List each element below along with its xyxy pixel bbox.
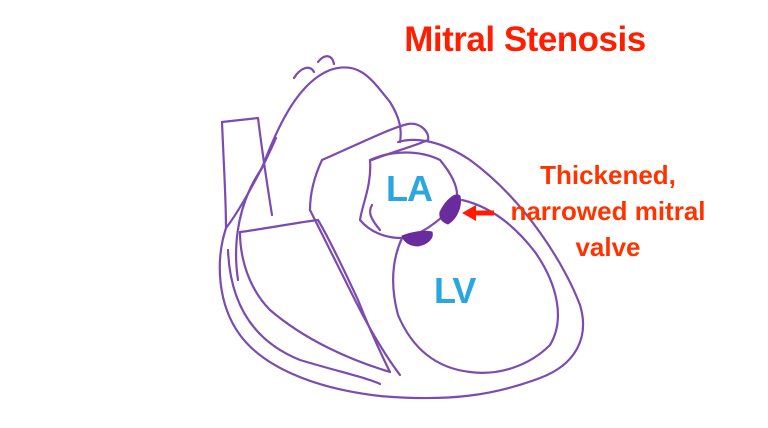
- annotation-line-2: narrowed mitral: [510, 196, 706, 226]
- great-vessel-outline: [220, 116, 274, 217]
- arrow-head: [462, 205, 476, 221]
- heart-outer-outline: [218, 136, 585, 400]
- arch-branch-outline: [292, 55, 336, 80]
- mitral-valve-posterior-leaflet: [439, 194, 461, 225]
- mitral-valve-anterior-leaflet: [401, 230, 433, 247]
- left-atrium-label: LA: [386, 168, 433, 209]
- left-atrium-outline: [358, 151, 459, 240]
- right-atrium-inner-outline: [226, 248, 382, 386]
- right-ventricle-outline: [238, 218, 392, 374]
- valve-annotation: Thickened, narrowed mitral valve: [492, 157, 724, 265]
- vena-cava-outline: [220, 120, 228, 230]
- left-ventricle-label: LV: [434, 270, 476, 311]
- annotation-line-3: valve: [575, 232, 641, 262]
- annotation-line-1: Thickened,: [540, 160, 676, 190]
- atrial-inner-outline: [369, 203, 382, 232]
- aortic-arch-outline: [235, 66, 402, 282]
- valve-pointer-arrow: [462, 205, 494, 221]
- mitral-valve: [401, 194, 461, 247]
- left-ventricle-outline: [391, 198, 560, 374]
- diagram-title: Mitral Stenosis: [404, 20, 646, 59]
- septum-outline: [308, 208, 402, 377]
- pulmonary-artery-outline: [308, 122, 430, 212]
